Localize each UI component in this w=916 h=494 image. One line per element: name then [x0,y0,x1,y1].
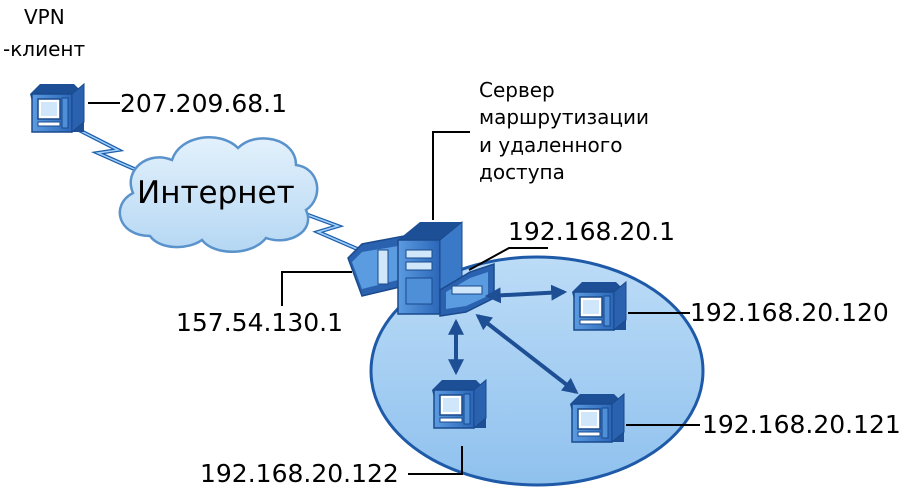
link-arrow-client-120 [484,284,568,304]
vpn-client-computer-icon [29,83,85,133]
vpn-client-label-line2: -клиент [3,37,85,61]
server-label-line1: Сервер [479,78,555,102]
server-label-leader [432,131,470,220]
link-arrow-client-121 [475,314,579,394]
client-121-ip: 192.168.20.121 [702,410,901,439]
server-label-line4: доступа [479,160,565,184]
client-122-ip: 192.168.20.122 [200,459,399,488]
client-121-computer-icon [569,393,625,443]
client-120-ip: 192.168.20.120 [690,298,889,327]
server-icon [347,220,495,317]
internet-label: Интернет [137,175,295,211]
external-ip: 157.54.130.1 [176,308,343,337]
cloud-icon [118,136,319,253]
vpn-link-bolt [74,126,151,178]
server-label-line2: маршрутизации [479,105,649,129]
client-122-computer-icon [431,379,487,429]
internal-ip: 192.168.20.1 [508,217,675,246]
client-120-computer-icon [571,281,627,331]
internal-ip-leader [468,247,548,271]
vpn-client-label-line1: VPN [24,5,65,29]
client-122-ip-leader [408,446,463,475]
server-label-line3: и удаленного [479,133,623,157]
vpn-client-ip: 207.209.68.1 [120,89,287,118]
internet-link-bolt [299,210,363,253]
external-ip-leader [281,271,352,306]
